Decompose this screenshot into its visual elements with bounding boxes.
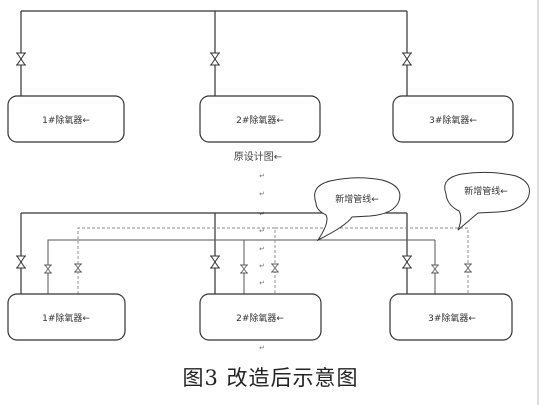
top-deaerator-2 bbox=[199, 95, 321, 143]
bottom-deaerator-1 bbox=[7, 293, 126, 341]
para-mark: ↵ bbox=[259, 262, 265, 270]
callout-2-label: 新增管线← bbox=[464, 185, 508, 197]
top-diagram-subtitle: 原设计图← bbox=[234, 150, 282, 163]
top-deaerator-3-label: 3#除氧器← bbox=[429, 114, 477, 126]
para-mark: ↵ bbox=[259, 210, 265, 218]
callout-1-label: 新增管线← bbox=[335, 193, 379, 205]
figure-caption: 图3 改造后示意图 bbox=[182, 366, 359, 390]
top-deaerator-1-label: 1#除氧器← bbox=[42, 114, 90, 126]
new-valve-b1-icon bbox=[73, 263, 83, 273]
bottom-deaerator-2-label: 2#除氧器← bbox=[236, 312, 284, 324]
new-valve-a1-icon bbox=[43, 264, 53, 274]
new-valve-b3-icon bbox=[463, 263, 473, 273]
top-valve-1-icon bbox=[15, 52, 27, 66]
para-mark: ↵ bbox=[259, 344, 265, 352]
callout-new-pipeline-1: 新增管线← bbox=[314, 177, 401, 242]
para-mark: ↵ bbox=[259, 245, 265, 253]
bottom-deaerator-3-label: 3#除氧器← bbox=[428, 312, 476, 324]
new-pipeline-a bbox=[47, 239, 436, 294]
top-deaerator-3 bbox=[392, 95, 514, 143]
bottom-deaerator-3 bbox=[389, 293, 513, 341]
bottom-valve-2-icon bbox=[209, 255, 221, 269]
top-deaerator-1 bbox=[7, 95, 125, 143]
new-valve-a2-icon bbox=[239, 264, 249, 274]
bottom-deaerator-1-label: 1#除氧器← bbox=[42, 312, 90, 324]
top-valve-2-icon bbox=[209, 52, 221, 66]
top-deaerator-2-label: 2#除氧器← bbox=[236, 114, 284, 126]
bottom-diagram: 1#除氧器← 2#除氧器← 3#除氧器← 新增管线← 新增管线← bbox=[7, 171, 530, 341]
new-valve-a3-icon bbox=[430, 264, 440, 274]
para-mark: ↵ bbox=[259, 172, 265, 180]
bottom-valve-1-icon bbox=[15, 255, 27, 269]
callout-new-pipeline-2: 新增管线← bbox=[444, 171, 530, 231]
bottom-deaerator-2 bbox=[199, 293, 322, 341]
para-mark: ↵ bbox=[259, 227, 265, 235]
top-valve-3-icon bbox=[401, 52, 413, 66]
para-mark: ↵ bbox=[259, 279, 265, 287]
bottom-valve-3-icon bbox=[401, 255, 413, 269]
top-diagram: 1#除氧器← 2#除氧器← 3#除氧器← 原设计图← bbox=[7, 10, 514, 163]
para-mark: ↵ bbox=[259, 190, 265, 198]
new-pipeline-b bbox=[77, 227, 469, 294]
new-valve-b2-icon bbox=[270, 263, 280, 273]
